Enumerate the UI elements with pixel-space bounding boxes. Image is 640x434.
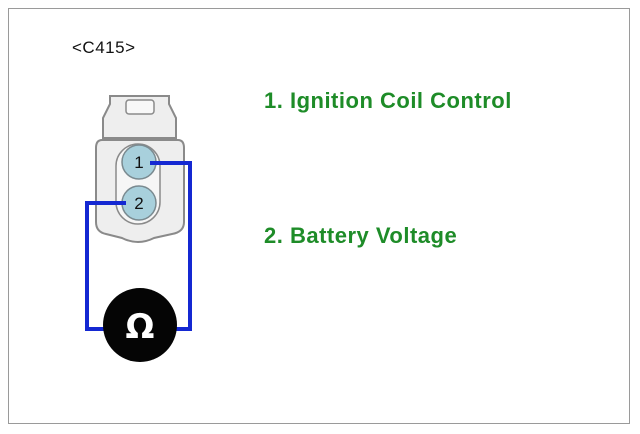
probe-wire-pin-1 [150,161,192,331]
connector-latch [102,95,177,139]
connector-id-label: <C415> [72,38,136,57]
pin-2-label: 2 [134,194,143,213]
ohmmeter-icon [103,288,177,362]
pin-2-description: 2. Battery Voltage [264,223,458,248]
pin-1-description: 1. Ignition Coil Control [264,88,512,113]
pin-1-label: 1 [134,153,143,172]
probe-wire-pin-2 [85,201,126,331]
connector-latch-slot [125,99,155,115]
ohm-symbol: Ω [126,307,155,347]
